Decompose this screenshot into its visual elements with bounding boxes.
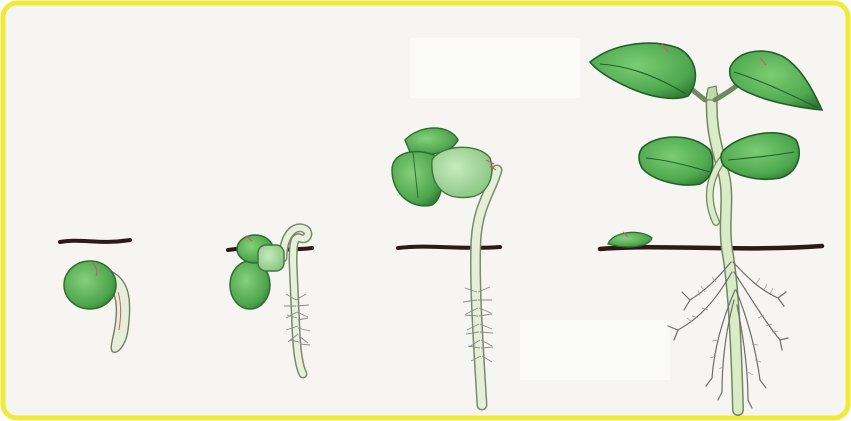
bean-seed [64,261,116,309]
soil-line [60,240,130,242]
paper-patch [520,320,670,380]
cotyledon-pale [432,147,492,197]
pale-cotyledon [258,245,284,271]
soil-line [398,247,500,248]
paper-patch [410,38,580,98]
